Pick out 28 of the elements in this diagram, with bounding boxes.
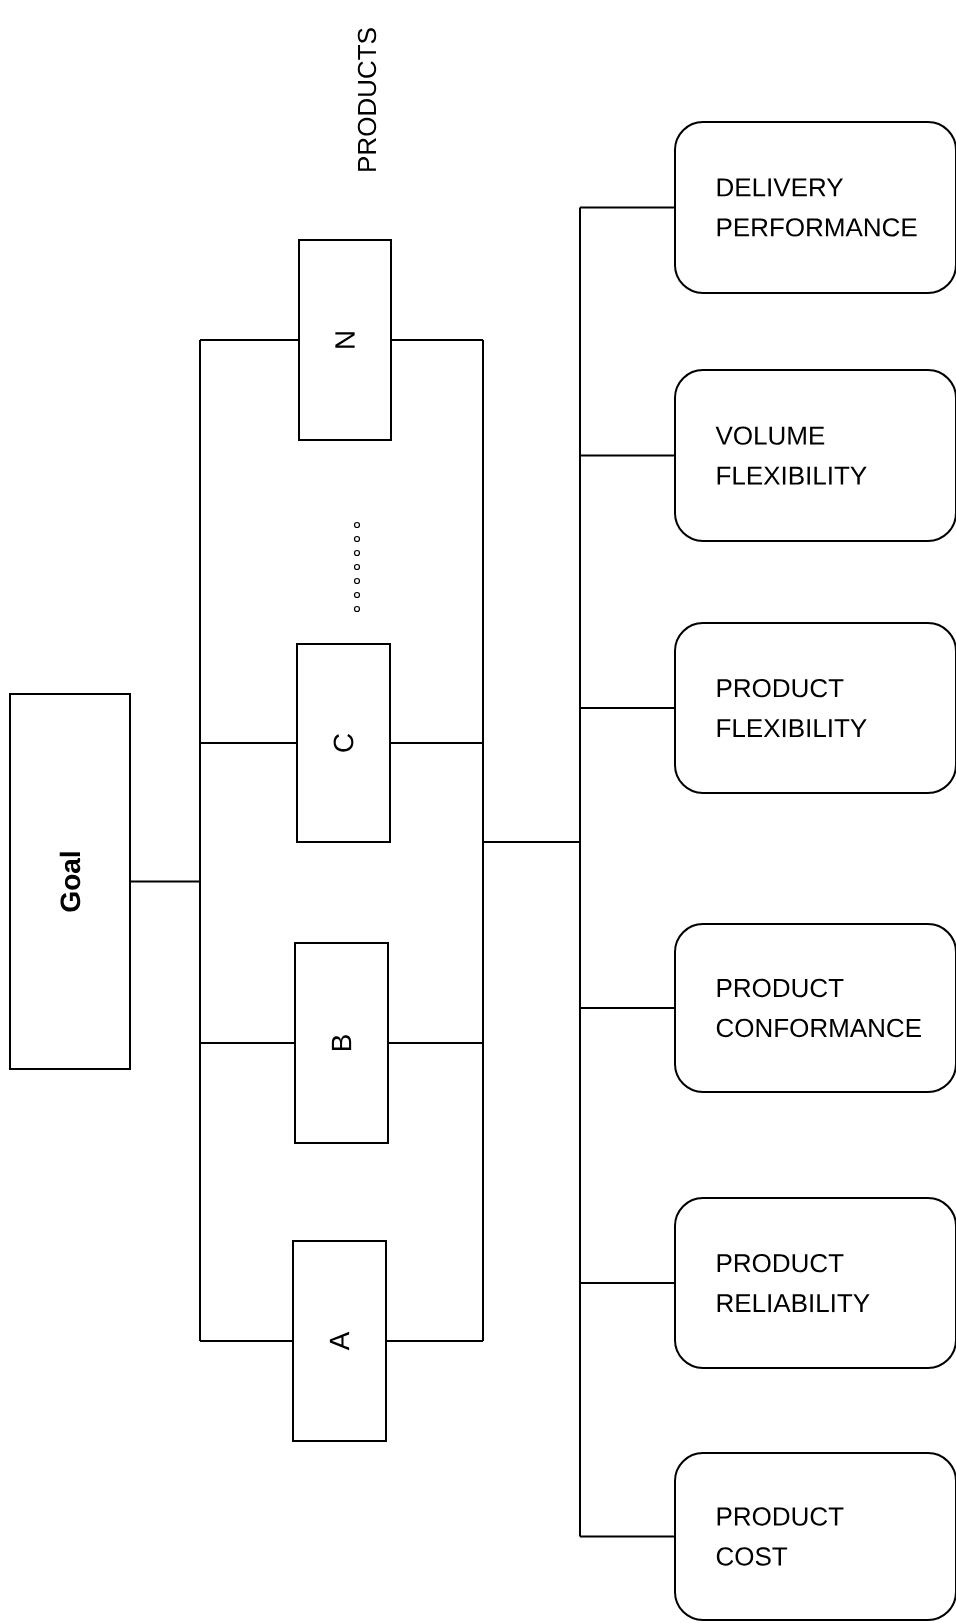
connector <box>386 1340 484 1342</box>
product-box: A <box>292 1240 387 1442</box>
product-box: B <box>294 942 389 1144</box>
product-box: N <box>298 239 392 441</box>
criterion-box: PRODUCT COST <box>674 1452 956 1621</box>
criterion-box: PRODUCT CONFORMANCE <box>674 923 956 1093</box>
connector <box>579 1282 675 1284</box>
product-box: C <box>296 643 391 843</box>
connector <box>579 1535 675 1538</box>
connector <box>390 742 484 744</box>
goal-box: Goal <box>9 693 131 1070</box>
connector <box>199 1340 293 1342</box>
criterion-box: VOLUME FLEXIBILITY <box>674 369 956 542</box>
connector <box>579 707 675 709</box>
connector <box>579 206 675 209</box>
connector <box>482 206 581 1538</box>
criterion-box: PRODUCT RELIABILITY <box>674 1197 956 1369</box>
criterion-box: DELIVERY PERFORMANCE <box>674 121 956 294</box>
criterion-box: PRODUCT FLEXIBILITY <box>674 622 956 794</box>
connector <box>579 1007 675 1009</box>
connector <box>199 1042 295 1044</box>
connector <box>199 742 297 744</box>
connector <box>391 339 484 341</box>
connector <box>199 339 299 341</box>
connector <box>579 454 675 457</box>
connector <box>388 1042 484 1044</box>
connector <box>130 339 201 1342</box>
heading: PRODUCTS <box>357 28 377 171</box>
